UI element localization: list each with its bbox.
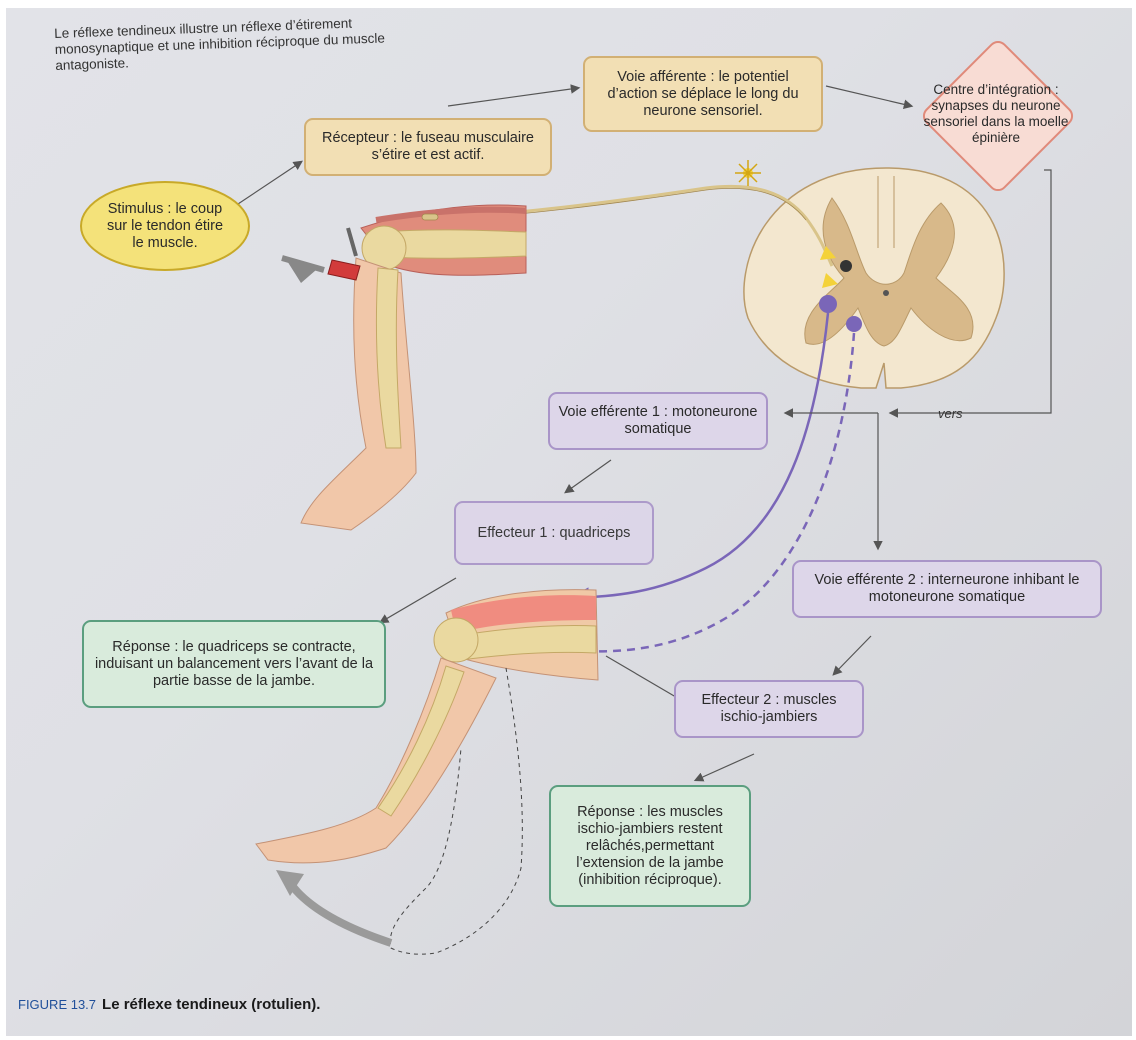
voie-efferente-1-box: Voie efférente 1 : motoneurone somatique [548, 392, 768, 450]
voie-afferente-box: Voie afférente : le potentiel d’action s… [583, 56, 823, 132]
reflex-hammer-icon [328, 228, 360, 280]
figure-number: FIGURE 13.7 [18, 997, 96, 1012]
upper-leg-illustration [301, 205, 526, 530]
figure-title: Le réflexe tendineux (rotulien). [102, 996, 320, 1013]
stimulus-label: Stimulus : le coup sur le tendon étire l… [94, 190, 236, 262]
action-potential-icon [735, 160, 761, 186]
voie-efferente-2-box: Voie efférente 2 : interneurone inhibant… [792, 560, 1102, 618]
figure-caption: FIGURE 13.7 Le réflexe tendineux (rotulie… [18, 996, 320, 1013]
figure-page: Le réflexe tendineux illustre un réflexe… [6, 8, 1132, 1036]
spinal-cord-section [744, 168, 1004, 388]
reponse-1-box: Réponse : le quadriceps se contracte, in… [82, 620, 386, 708]
recepteur-box: Récepteur : le fuseau musculaire s’étire… [304, 118, 552, 176]
effecteur-2-box: Effecteur 2 : muscles ischio-jambiers [674, 680, 864, 738]
effecteur-1-box: Effecteur 1 : quadriceps [454, 501, 654, 565]
swing-arrow-icon [288, 880, 391, 943]
centre-integration-diamond: Centre d’intégration : synapses du neuro… [919, 37, 1073, 191]
vers-label: vers [938, 406, 963, 421]
centre-integration-label: Centre d’intégration : synapses du neuro… [919, 37, 1073, 191]
reponse-2-box: Réponse : les muscles ischio-jambiers re… [549, 785, 751, 907]
